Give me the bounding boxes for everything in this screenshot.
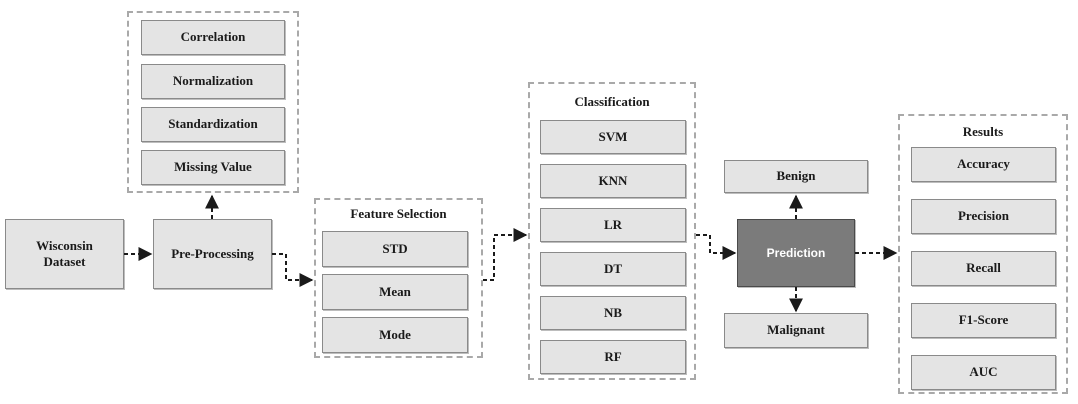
classification-group: Classification: [528, 82, 696, 380]
classifier-knn: KNN: [540, 164, 686, 198]
outcome-malignant: Malignant: [724, 313, 868, 348]
classifier-lr: LR: [540, 208, 686, 242]
classifier-svm: SVM: [540, 120, 686, 154]
feature-selection-group: Feature Selection: [314, 198, 483, 358]
results-group: Results: [898, 114, 1068, 394]
feature-selection-title: Feature Selection: [350, 206, 447, 221]
metric-precision: Precision: [911, 199, 1056, 234]
results-title: Results: [962, 124, 1004, 139]
feature-mean: Mean: [322, 274, 468, 310]
metric-recall: Recall: [911, 251, 1056, 286]
step-correlation: Correlation: [141, 20, 285, 55]
arrow-features-to-classification: [483, 228, 528, 281]
metric-accuracy: Accuracy: [911, 147, 1056, 182]
metric-f1-score: F1-Score: [911, 303, 1056, 338]
classification-title: Classification: [574, 94, 650, 109]
classifier-dt: DT: [540, 252, 686, 286]
classifier-rf: RF: [540, 340, 686, 374]
wisconsin-dataset-box: Wisconsin Dataset: [5, 219, 124, 289]
classifier-nb: NB: [540, 296, 686, 330]
pre-processing-box: Pre-Processing: [153, 219, 272, 289]
metric-auc: AUC: [911, 355, 1056, 390]
feature-mode: Mode: [322, 317, 468, 353]
preprocessing-steps-group: [127, 11, 299, 193]
arrow-classification-to-prediction: [696, 234, 737, 260]
feature-std: STD: [322, 231, 468, 267]
step-standardization: Standardization: [141, 107, 285, 142]
arrow-preprocessing-to-features: [272, 253, 314, 287]
step-missing-value: Missing Value: [141, 150, 285, 185]
step-normalization: Normalization: [141, 64, 285, 99]
outcome-benign: Benign: [724, 160, 868, 193]
prediction-box: Prediction: [737, 219, 855, 287]
